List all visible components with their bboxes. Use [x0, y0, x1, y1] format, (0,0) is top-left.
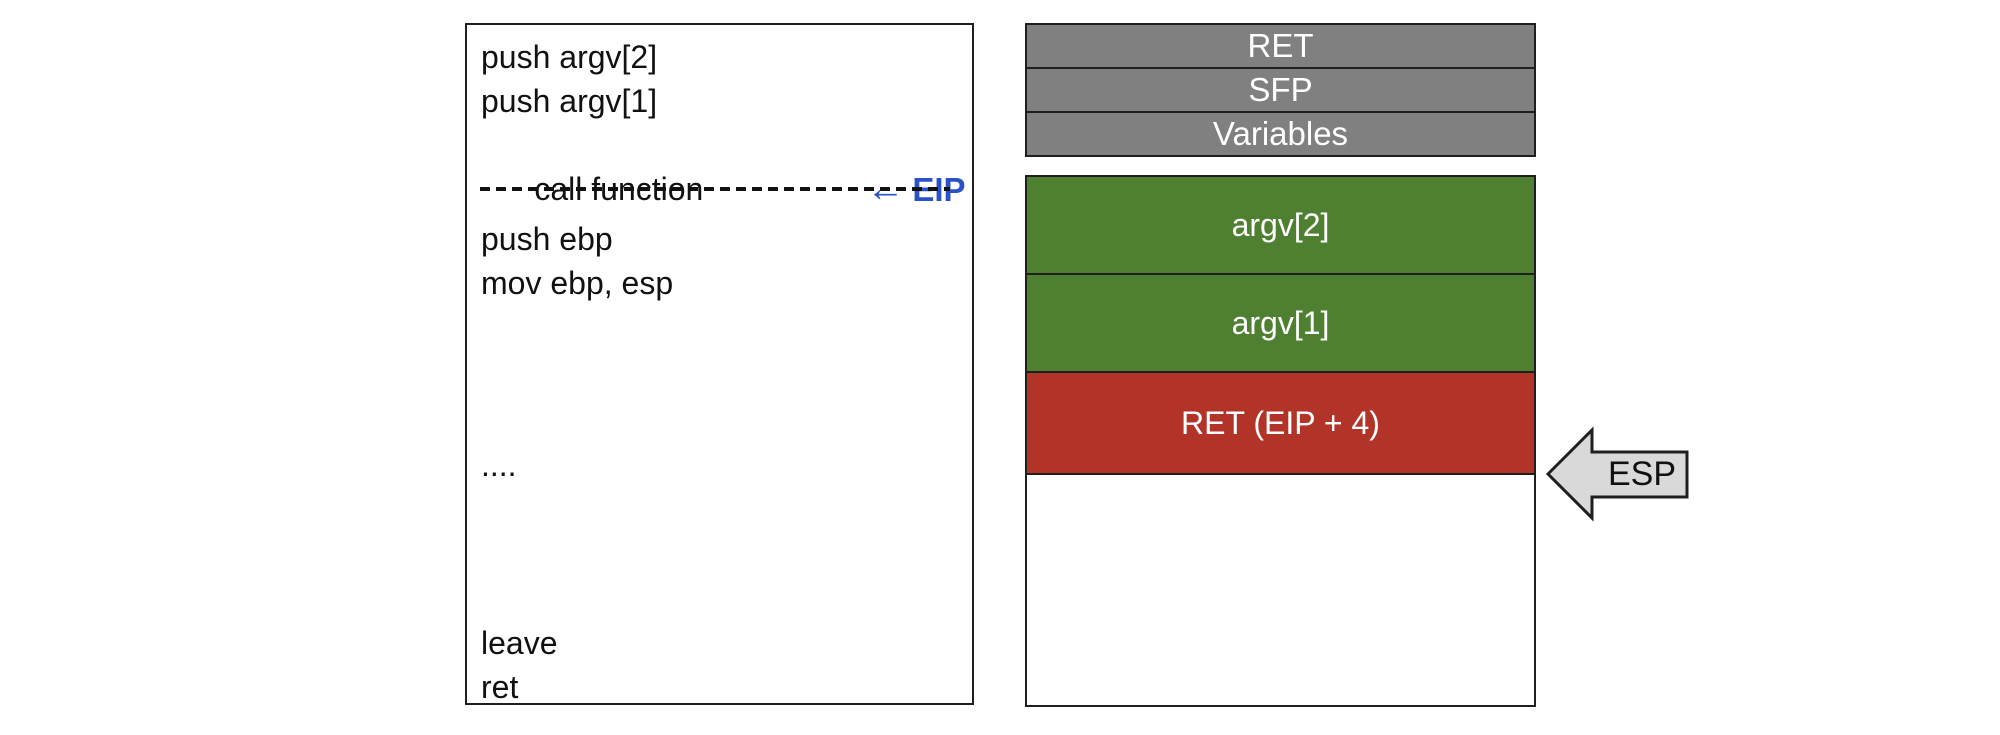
code-line-mov-ebp-esp: mov ebp, esp — [481, 265, 674, 301]
dashed-separator — [480, 187, 950, 191]
stack-row-argv2: argv[2] — [1027, 177, 1534, 275]
code-line-push-argv2: push argv[2] — [481, 39, 658, 75]
stack-row-ret-eip: RET (EIP + 4) — [1027, 373, 1534, 475]
callee-frame-box: argv[2] argv[1] RET (EIP + 4) — [1025, 175, 1536, 707]
code-line-leave: leave — [481, 625, 558, 661]
stack-row-variables: Variables — [1027, 111, 1534, 155]
esp-label: ESP — [1607, 455, 1677, 493]
code-line-push-argv1: push argv[1] — [481, 83, 658, 119]
stack-row-sfp: SFP — [1027, 67, 1534, 111]
stack-row-argv1: argv[1] — [1027, 275, 1534, 373]
code-line-ret: ret — [481, 669, 519, 705]
esp-pointer-arrow-icon — [1545, 426, 1689, 522]
caller-frame-box: RET SFP Variables — [1025, 23, 1536, 157]
stack-row-ret: RET — [1027, 25, 1534, 67]
stack-empty-space — [1027, 475, 1534, 705]
code-line-push-ebp: push ebp — [481, 221, 613, 257]
code-line-call-function: call function ←EIP — [481, 123, 965, 210]
code-line-ellipsis: .... — [481, 447, 517, 483]
code-listing-box: push argv[2] push argv[1] call function … — [465, 23, 974, 705]
